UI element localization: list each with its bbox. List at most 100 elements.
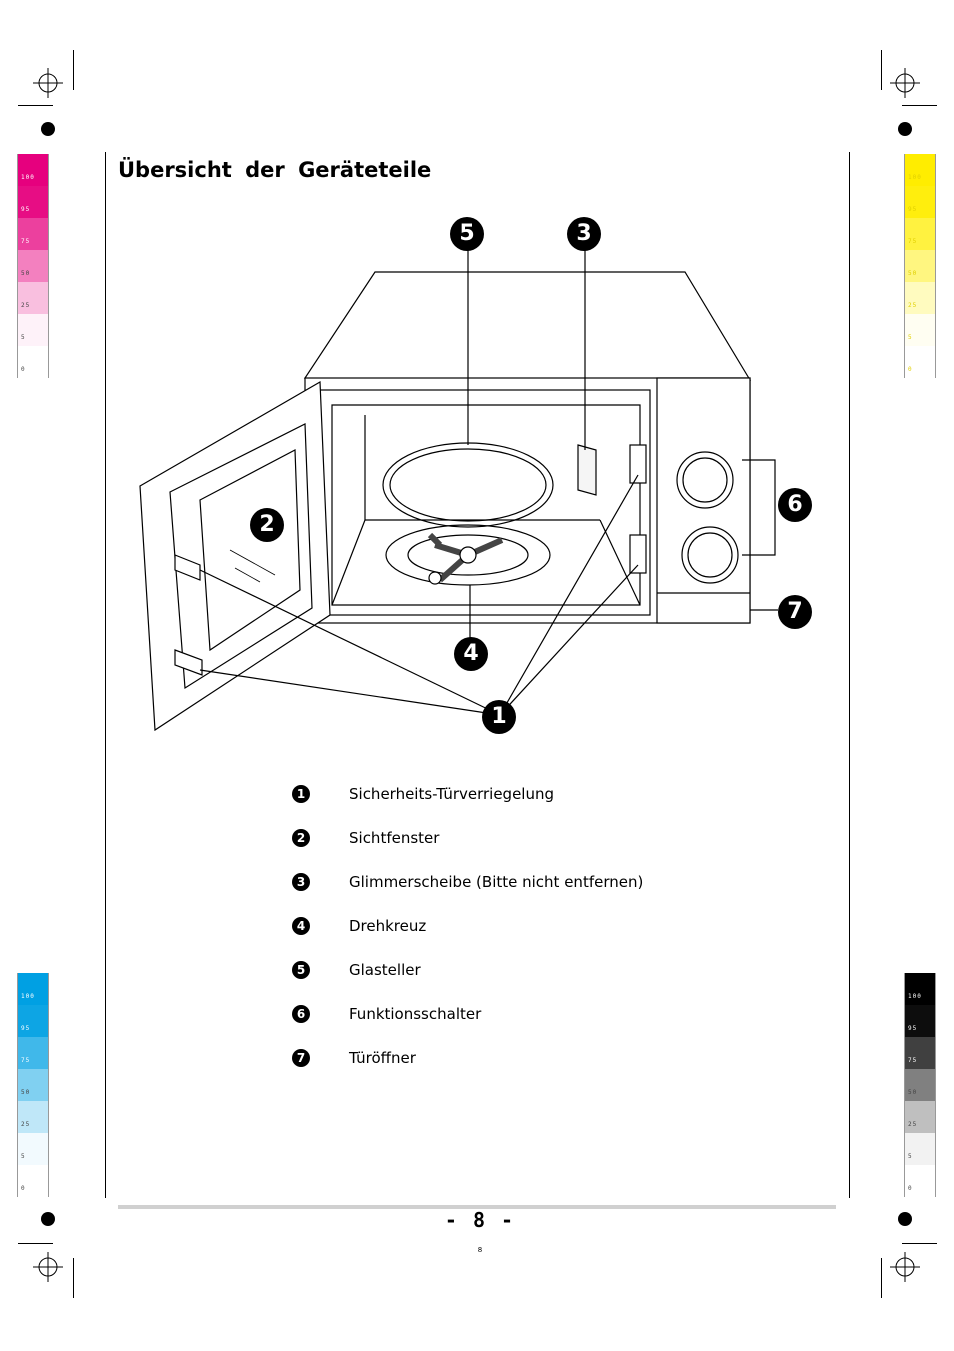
microwave-top [303,271,752,381]
color-swatch-label: 5 [908,334,913,341]
legend-label: Glasteller [349,961,421,979]
color-swatch-label: 100 [908,174,922,181]
color-swatch-label: 5 [21,1153,26,1160]
color-swatch-label: 75 [908,1057,918,1064]
color-swatch: 50 [904,250,936,282]
color-swatch-label: 95 [21,1025,31,1032]
color-swatch: 50 [904,1069,936,1101]
timer-dial [681,526,739,584]
legend-number: 5 [292,961,310,979]
color-swatch: 0 [904,346,936,378]
callout-1: 1 [482,700,516,734]
legend-number: 2 [292,829,310,847]
crop-mark [18,105,53,106]
registration-dot-top-right [898,122,912,136]
color-swatch: 95 [17,1005,49,1037]
color-swatch-label: 95 [21,206,31,213]
color-swatch-label: 5 [908,1153,913,1160]
legend-number: 6 [292,1005,310,1023]
color-swatch: 0 [17,1165,49,1197]
crop-mark [18,1243,53,1244]
color-swatch: 5 [904,314,936,346]
callout-6: 6 [778,488,812,522]
page-title: Übersicht der Geräteteile [118,158,432,182]
mica-cover [577,444,597,496]
color-swatch-label: 50 [908,1089,918,1096]
color-swatch: 100 [904,973,936,1005]
color-swatch-label: 25 [908,302,918,309]
legend-label: Drehkreuz [349,917,427,935]
legend-label: Türöffner [349,1049,416,1067]
color-swatch-label: 100 [908,993,922,1000]
color-swatch-label: 0 [21,366,26,373]
color-swatch-label: 100 [21,174,35,181]
callout-5: 5 [450,217,484,251]
legend-number: 7 [292,1049,310,1067]
color-swatch: 25 [904,282,936,314]
crop-mark [73,50,74,90]
legend-number: 1 [292,785,310,803]
legend-label: Sicherheits-Türverriegelung [349,785,555,803]
legend-label: Funktionsschalter [349,1005,482,1023]
color-swatch-label: 25 [908,1121,918,1128]
registration-mark-top-left [33,68,63,98]
color-swatch: 50 [17,250,49,282]
color-swatch-label: 0 [908,1185,913,1192]
small-page-number: 8 [477,1246,483,1254]
registration-dot-bottom-right [898,1212,912,1226]
crop-mark [902,1243,937,1244]
registration-mark-bottom-right [890,1252,920,1282]
microwave-diagram [139,250,778,732]
color-swatch-label: 95 [908,206,918,213]
color-swatch: 100 [17,154,49,186]
color-swatch: 50 [17,1069,49,1101]
latch-hole-top [629,444,647,484]
crop-mark [881,50,882,90]
door-outer [139,380,331,732]
legend-label: Glimmerscheibe (Bitte nicht entfernen) [349,873,644,891]
color-swatch-label: 95 [908,1025,918,1032]
color-swatch: 95 [904,1005,936,1037]
color-swatch-label: 25 [21,302,31,309]
latch-hole-bottom [629,534,647,574]
registration-dot-bottom-left [41,1212,55,1226]
color-swatch-label: 5 [21,334,26,341]
callout-2: 2 [250,508,284,542]
registration-dot-top-left [41,122,55,136]
color-swatch: 5 [17,1133,49,1165]
color-swatch-label: 0 [908,366,913,373]
power-dial [676,451,734,509]
crop-mark [73,1258,74,1298]
turntable-ring [385,524,551,586]
color-swatch: 100 [904,154,936,186]
color-swatch-label: 25 [21,1121,31,1128]
callout-3: 3 [567,217,601,251]
color-swatch: 100 [17,973,49,1005]
color-swatch: 75 [17,1037,49,1069]
page-frame-right [849,152,850,1198]
color-swatch: 95 [17,186,49,218]
color-swatch-label: 100 [21,993,35,1000]
callout-7: 7 [778,595,812,629]
color-swatch: 5 [17,314,49,346]
color-swatch-label: 75 [908,238,918,245]
crop-mark [902,105,937,106]
footer-rule [118,1205,836,1209]
legend-number: 4 [292,917,310,935]
page-number: - 8 - [444,1208,516,1232]
color-swatch-label: 75 [21,1057,31,1064]
callout-4: 4 [454,637,488,671]
color-swatch: 0 [17,346,49,378]
crop-mark [881,1258,882,1298]
color-swatch-label: 0 [21,1185,26,1192]
color-swatch-label: 50 [21,1089,31,1096]
color-swatch: 25 [904,1101,936,1133]
door-window [199,449,301,652]
door-inner [169,423,313,690]
registration-mark-bottom-left [33,1252,63,1282]
registration-mark-top-right [890,68,920,98]
color-swatch-label: 50 [21,270,31,277]
